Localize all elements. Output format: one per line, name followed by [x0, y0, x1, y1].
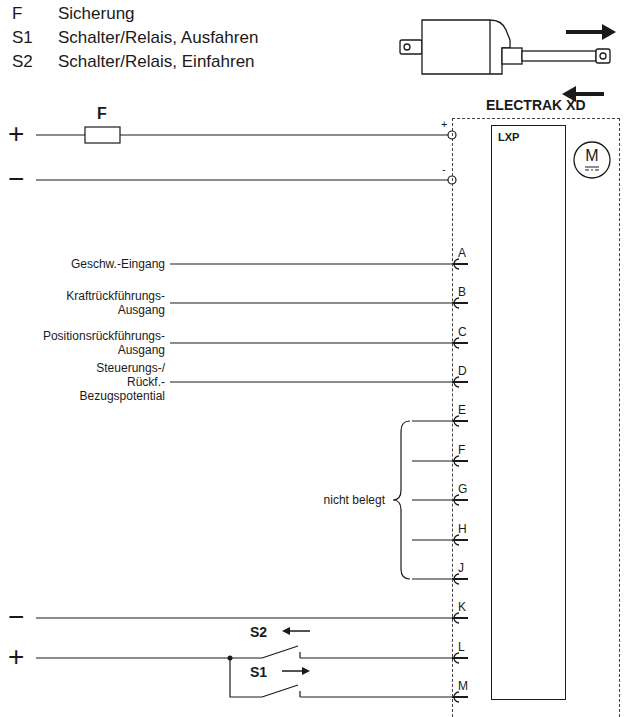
- pin-name: H: [458, 522, 467, 537]
- wires: [36, 127, 452, 697]
- pin-name: M: [458, 679, 468, 694]
- legend-text: Schalter/Relais, Einfahren: [58, 51, 255, 72]
- pin-name: K: [458, 600, 466, 615]
- pin-name: J: [458, 561, 464, 576]
- housing-title: ELECTRAK XD: [486, 98, 586, 112]
- legend-key: S2: [12, 51, 33, 72]
- legend-text: Schalter/Relais, Ausfahren: [58, 27, 258, 48]
- switch-label: S1: [250, 663, 267, 681]
- supply-sign: −: [8, 599, 24, 634]
- motor-circle: M: [573, 141, 615, 179]
- motion-arrows: [566, 32, 604, 94]
- supply-sign: +: [8, 639, 24, 674]
- pin-name: C: [458, 325, 467, 340]
- actuator-illustration: [400, 20, 610, 74]
- signal-name: Kraftrückführungs- Ausgang: [35, 289, 165, 317]
- signal-name: Geschw.-Eingang: [15, 257, 165, 271]
- legend-key: F: [12, 3, 22, 24]
- pin-name: D: [458, 364, 467, 379]
- controller-name: LXP: [498, 130, 519, 144]
- supply-sign: −: [8, 161, 24, 196]
- fuse-label: F: [97, 104, 107, 124]
- terminal-sign: +: [441, 117, 447, 131]
- switch-label: S2: [250, 623, 267, 641]
- legend-key: S1: [12, 27, 33, 48]
- pin-name: L: [458, 640, 465, 655]
- pin-name: B: [458, 285, 466, 300]
- junction-dot: [228, 656, 233, 661]
- pin-name: F: [458, 443, 465, 458]
- signal-name: Positionsrückführungs- Ausgang: [15, 329, 165, 357]
- terminal-sign: -: [442, 162, 446, 176]
- pin-name: G: [458, 482, 467, 497]
- supply-sign: +: [8, 116, 24, 151]
- pin-name: E: [458, 403, 466, 418]
- motion-arrowheads: [562, 24, 616, 102]
- pin-name: A: [458, 246, 466, 261]
- signal-name: Steuerungs-/ Rückf.- Bezugspotential: [65, 361, 165, 403]
- motor-letter: M: [573, 147, 611, 165]
- controller-box: LXP: [491, 125, 566, 700]
- switch-arrows: [282, 631, 310, 671]
- housing-box: ELECTRAK XDLXPM: [452, 118, 620, 717]
- legend-text: Sicherung: [58, 3, 135, 24]
- note-text: nicht belegt: [265, 493, 385, 507]
- pin-sockets: [452, 259, 468, 702]
